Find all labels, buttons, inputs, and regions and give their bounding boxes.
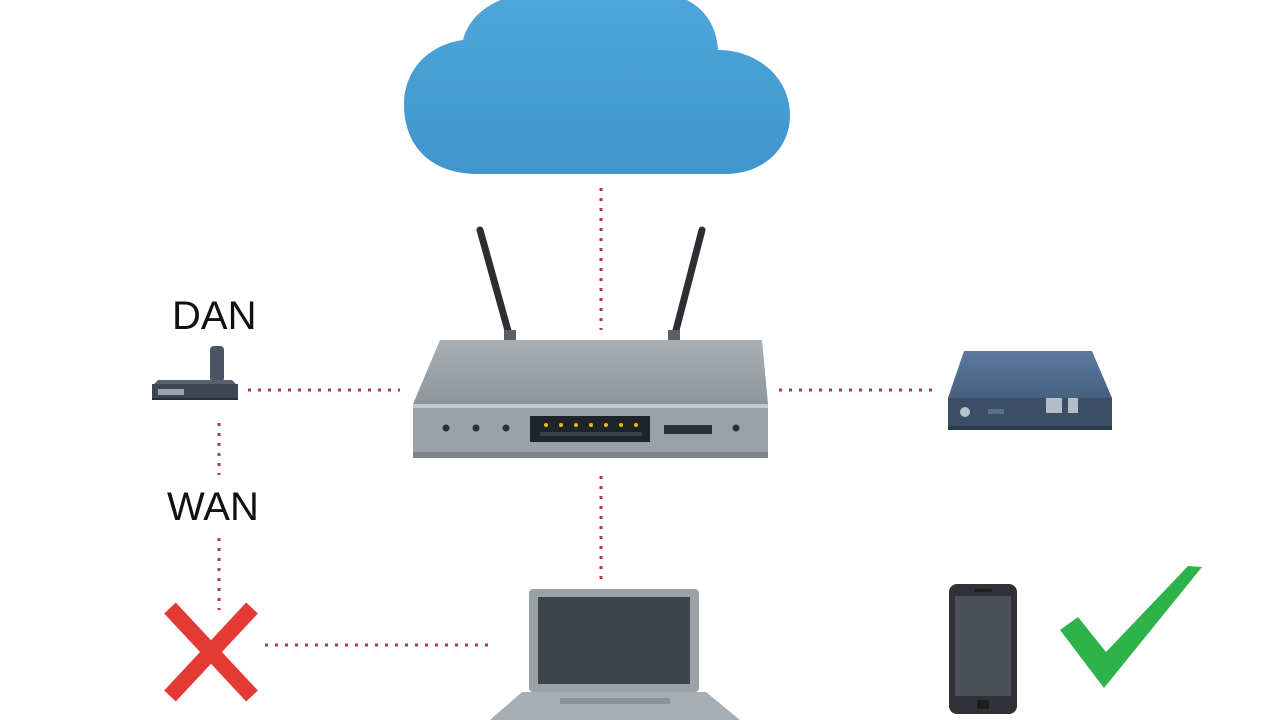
- router-icon: [413, 226, 768, 458]
- check-icon: [1060, 566, 1202, 688]
- connection-links: [217, 188, 935, 647]
- wan-label: WAN: [167, 485, 259, 529]
- laptop-icon: [490, 589, 740, 720]
- antenna-right: [668, 226, 706, 342]
- set-top-box-icon: [948, 351, 1112, 430]
- dan-label: DAN: [172, 294, 257, 338]
- cloud-icon: [404, 0, 790, 174]
- cross-icon: [164, 602, 258, 702]
- antenna-left: [476, 226, 516, 342]
- router-port-panel: [530, 416, 650, 442]
- modem-icon: [152, 346, 238, 400]
- smartphone-icon: [949, 584, 1017, 714]
